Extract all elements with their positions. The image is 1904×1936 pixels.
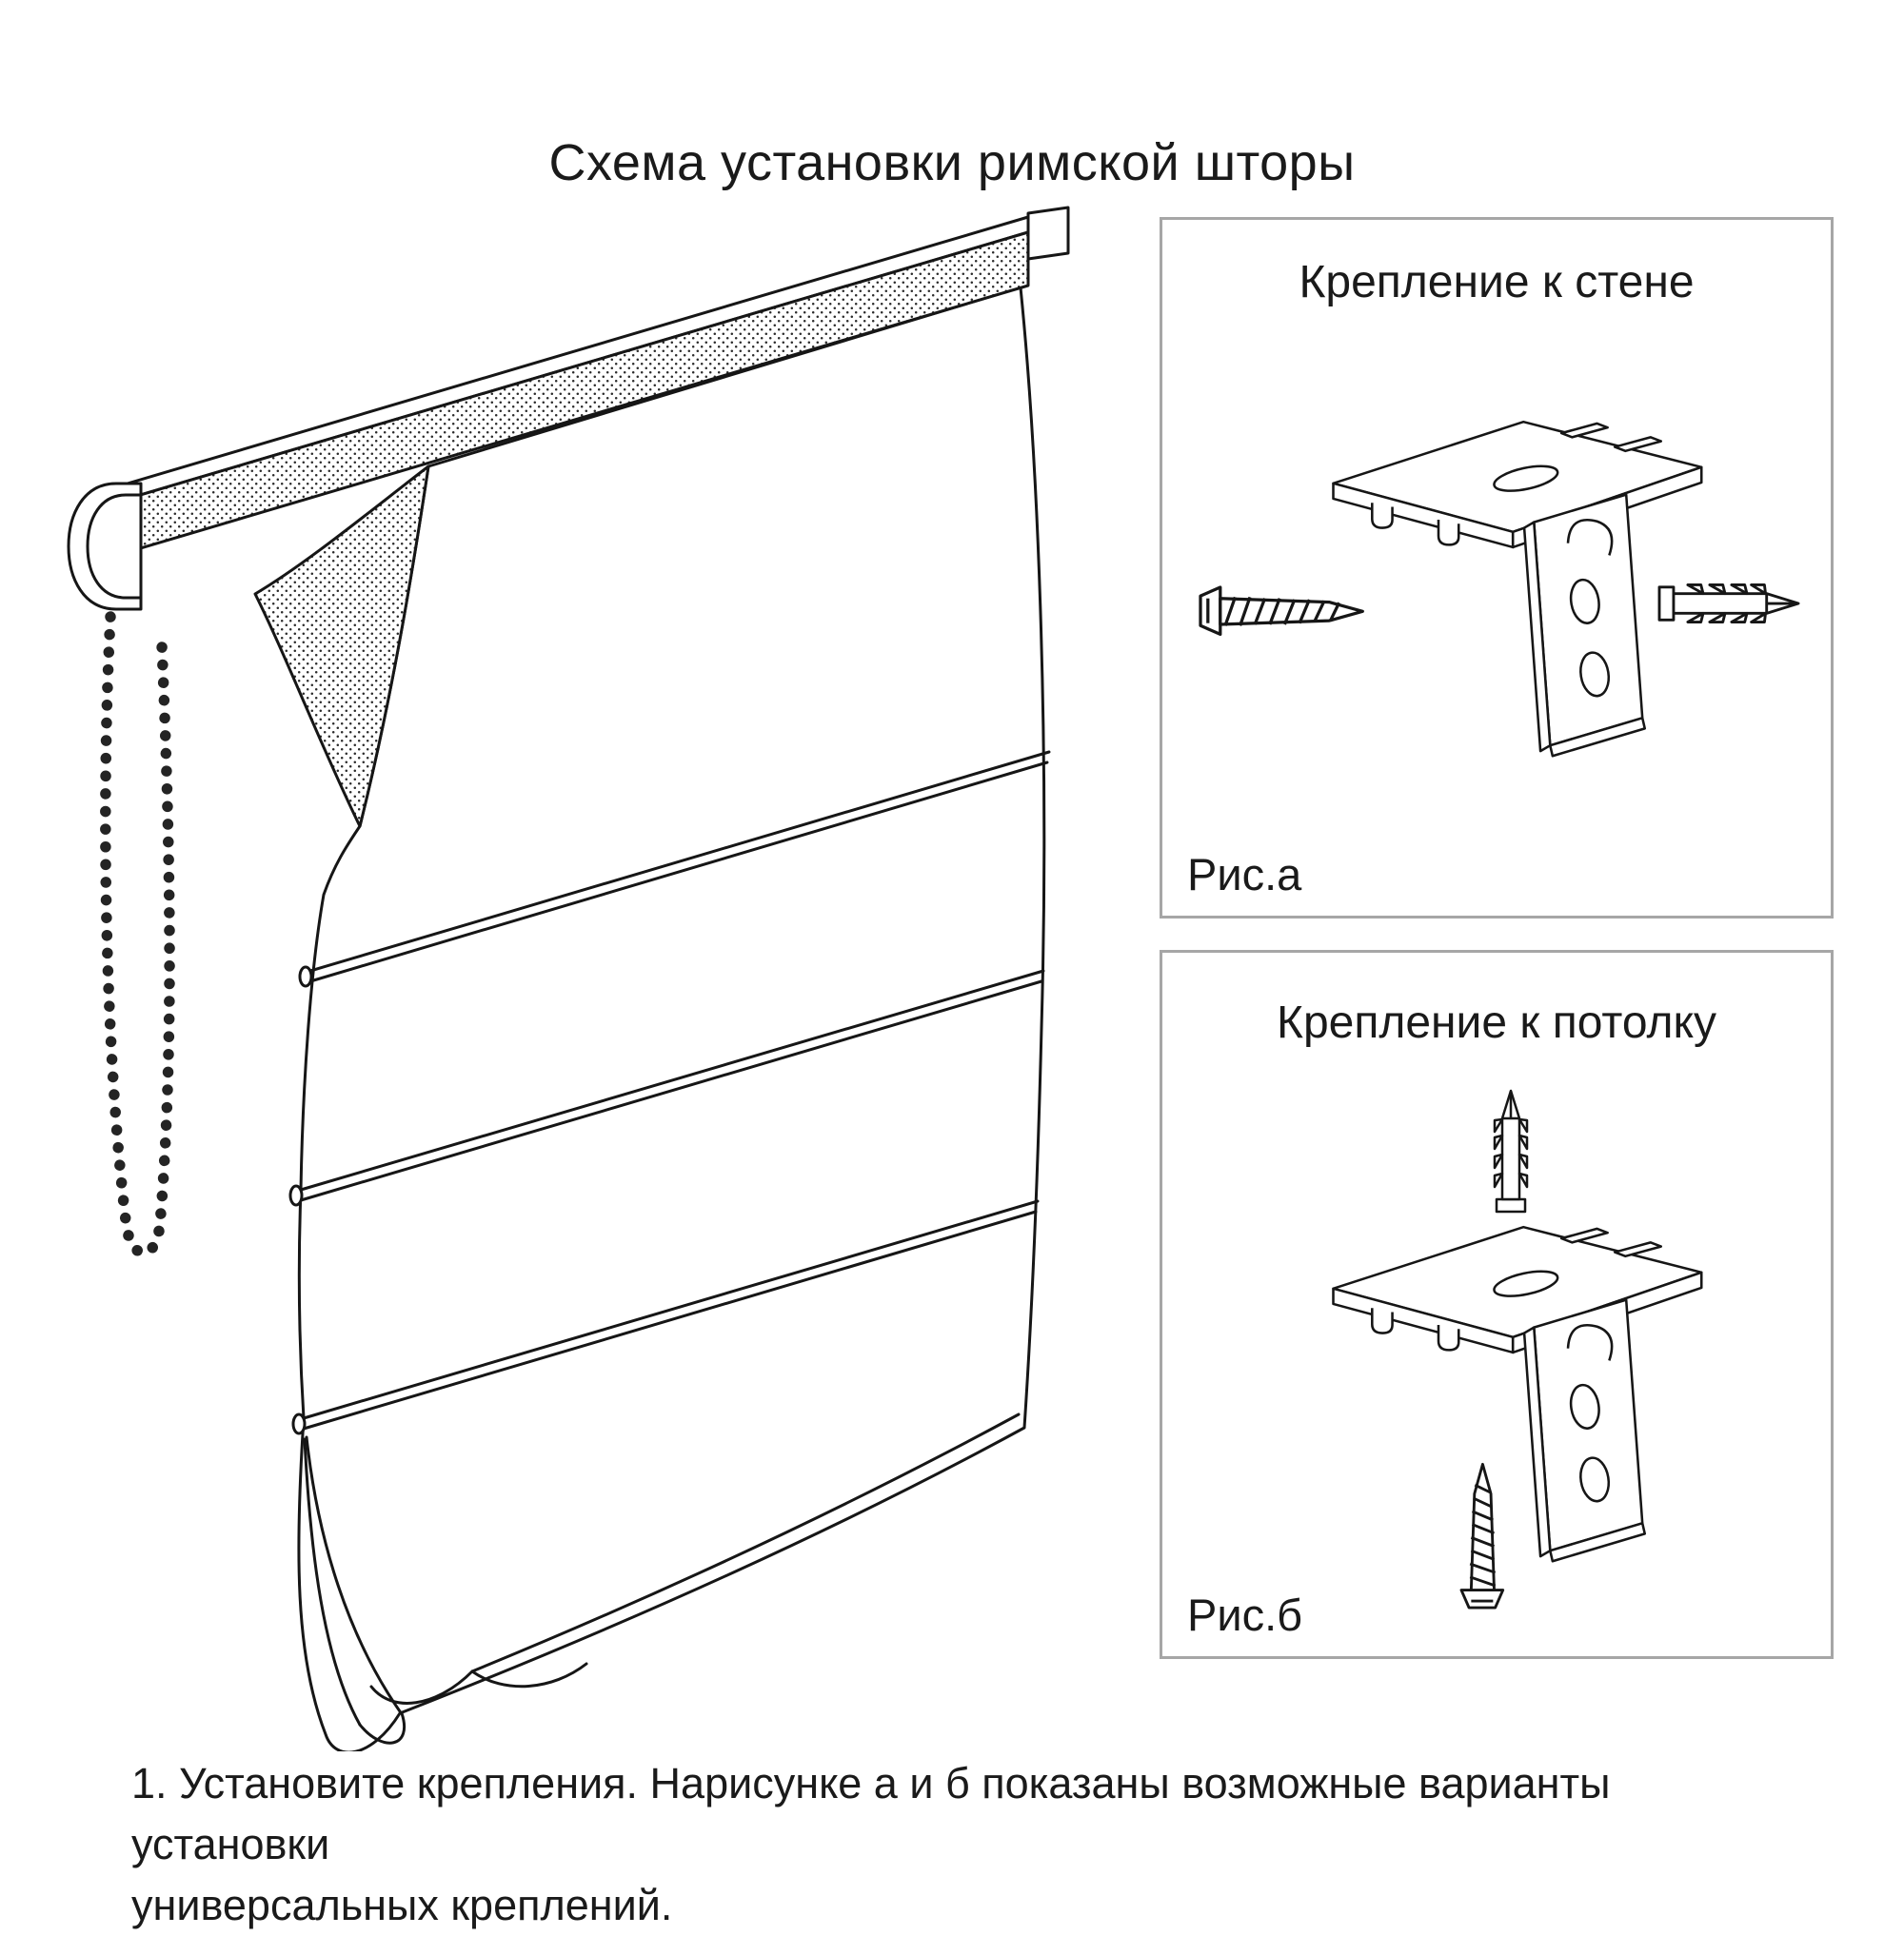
- screw-icon: [1459, 1462, 1505, 1610]
- wall-mount-panel: Крепление к стене Рис.а: [1160, 217, 1834, 919]
- wall-mount-title: Крепление к стене: [1299, 257, 1695, 307]
- ceiling-mount-title: Крепление к потолку: [1277, 998, 1716, 1048]
- fold-back-flap: [253, 464, 430, 828]
- ceiling-mount-panel: Крепление к потолку Рис.б: [1160, 950, 1834, 1659]
- roman-blind-drawing: [67, 206, 1070, 1751]
- wall-plug-icon: [1493, 1089, 1529, 1214]
- bead-chain: [100, 611, 175, 1258]
- bottom-fold-drapes: [303, 1412, 1021, 1745]
- ceiling-mount-caption: Рис.б: [1187, 1590, 1303, 1640]
- fabric-panel: [288, 286, 1051, 1751]
- mounting-bracket: [1332, 420, 1703, 758]
- page-title: Схема установки римской шторы: [548, 134, 1356, 191]
- screw-icon: [1199, 585, 1364, 637]
- wall-mount-caption: Рис.а: [1187, 849, 1302, 899]
- ceiling-mount-drawing: [1332, 1089, 1703, 1610]
- wall-plug-icon: [1657, 583, 1800, 623]
- control-end-cap: [67, 482, 143, 611]
- seam-rod-lines: [288, 750, 1051, 1435]
- step-1-instruction: 1. Установите крепления. Нарисунке а и б…: [131, 1759, 1611, 1929]
- roman-blind-figure: [57, 190, 1142, 1751]
- mounting-bracket: [1332, 1225, 1703, 1563]
- wall-mount-drawing: [1199, 420, 1800, 758]
